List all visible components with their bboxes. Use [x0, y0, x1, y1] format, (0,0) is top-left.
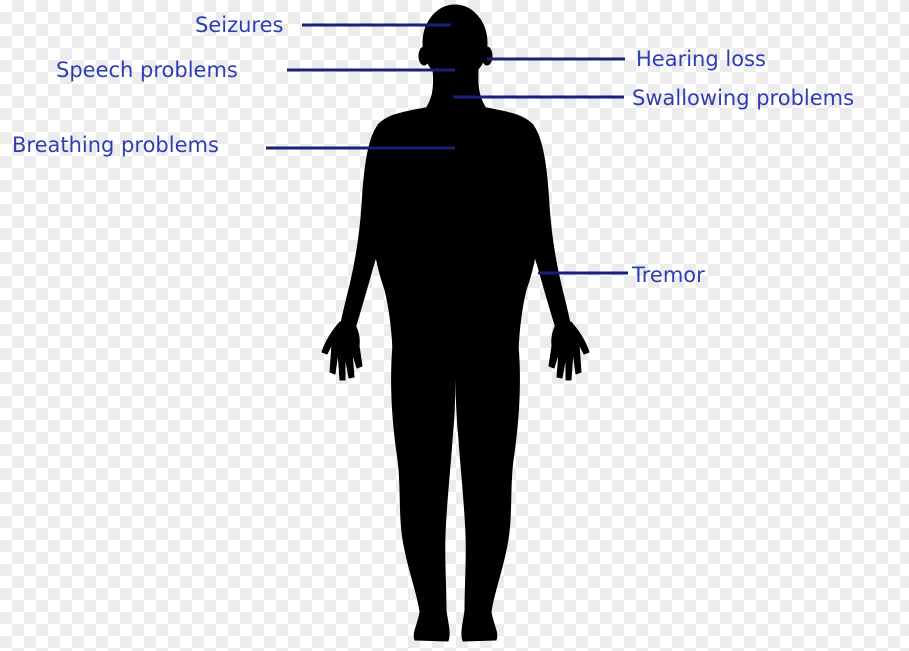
label-hearing-loss: Hearing loss	[636, 46, 766, 72]
label-seizures: Seizures	[195, 12, 283, 38]
silhouette-arm-right	[521, 123, 571, 332]
silhouette-ear-right	[482, 47, 492, 65]
label-speech-problems: Speech problems	[56, 57, 238, 83]
label-breathing-problems: Breathing problems	[12, 132, 219, 158]
silhouette-ear-left	[419, 47, 429, 65]
silhouette-hand-right	[549, 322, 589, 380]
silhouette-leg-left	[392, 345, 455, 641]
silhouette-hand-left	[322, 322, 362, 380]
human-silhouette	[322, 5, 589, 641]
silhouette-arm-left	[340, 123, 390, 332]
silhouette-torso	[372, 108, 539, 350]
silhouette-leg-right	[456, 345, 519, 641]
silhouette-neck	[425, 70, 487, 110]
label-tremor: Tremor	[632, 262, 705, 288]
label-swallowing-problems: Swallowing problems	[632, 85, 854, 111]
